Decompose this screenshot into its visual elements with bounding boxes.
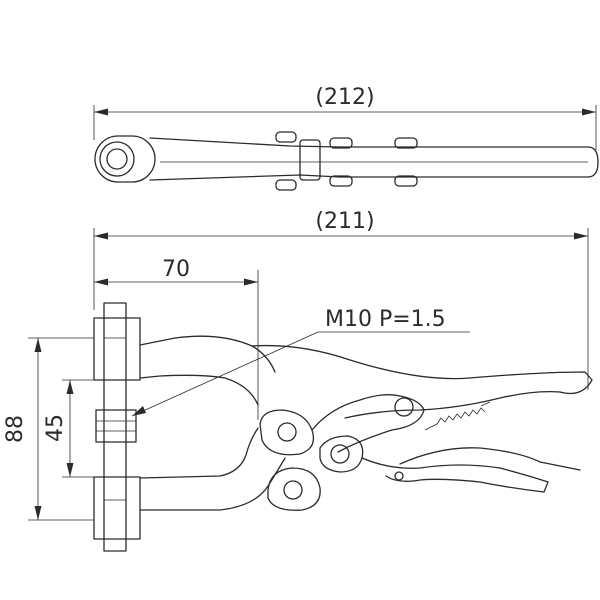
thread-spec-label: M10 P=1.5 bbox=[325, 307, 446, 332]
return-spring bbox=[424, 401, 491, 431]
dimension-label-pad-spacing: 45 bbox=[43, 414, 68, 442]
clamp-pads bbox=[93, 302, 141, 552]
dimension-total-height: 88 bbox=[3, 337, 94, 521]
top-body bbox=[149, 131, 599, 191]
side-view: (211) 70 88 45 bbox=[3, 209, 593, 552]
dimension-pad-spacing: 45 bbox=[43, 379, 94, 478]
dimension-top-length: (212) bbox=[93, 85, 597, 150]
thread-callout: M10 P=1.5 bbox=[131, 307, 470, 417]
dimension-label-total-height: 88 bbox=[3, 415, 28, 443]
top-jaw-head bbox=[94, 135, 156, 183]
lower-handle bbox=[361, 447, 581, 493]
pivot-plates bbox=[259, 394, 425, 511]
upper-jaw bbox=[139, 335, 593, 419]
dimension-label-top-length: (212) bbox=[315, 85, 374, 110]
lower-jaw bbox=[139, 427, 286, 511]
dimension-side-length: (211) bbox=[93, 209, 589, 390]
top-view: (212) bbox=[93, 85, 599, 191]
dimension-label-clamp-depth: 70 bbox=[162, 257, 190, 282]
dimension-clamp-depth: 70 bbox=[94, 257, 259, 420]
dimension-label-side-length: (211) bbox=[315, 209, 374, 234]
